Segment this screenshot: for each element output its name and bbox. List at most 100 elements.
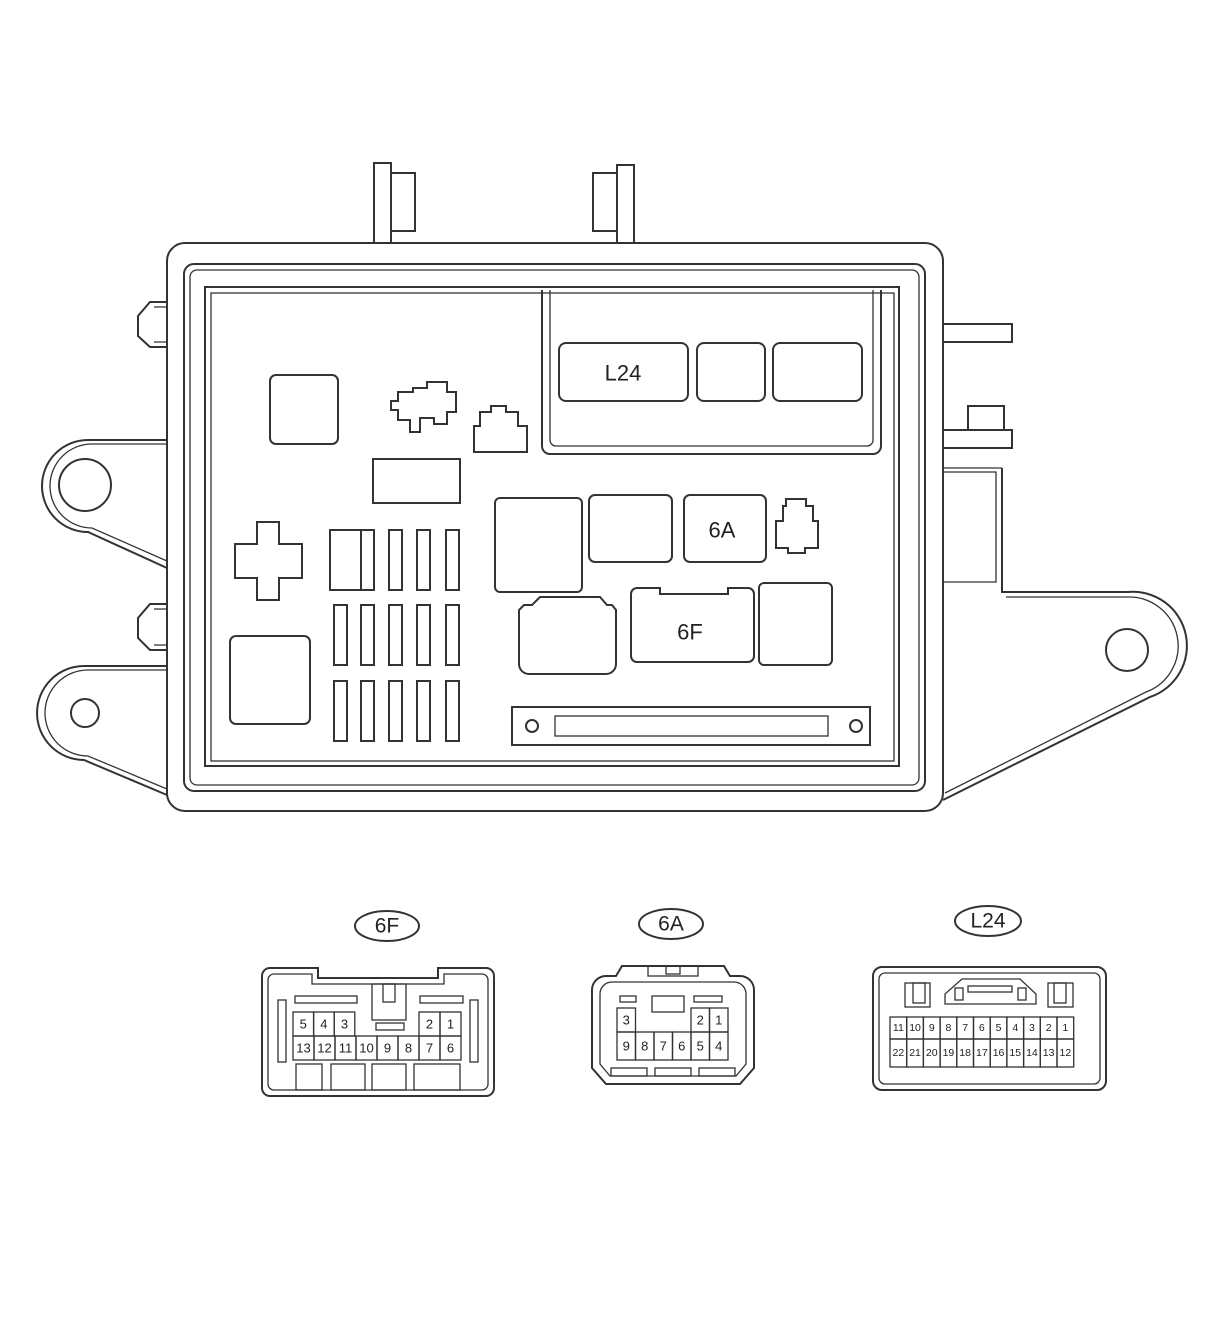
pin-number: 17 bbox=[976, 1047, 988, 1059]
fuse-slot bbox=[388, 680, 403, 742]
pin-number: 9 bbox=[929, 1022, 935, 1034]
fuse-array bbox=[333, 529, 460, 742]
left-clip-lower bbox=[137, 603, 167, 651]
pin-number: 3 bbox=[623, 1013, 630, 1028]
box-label-l24: L24 bbox=[605, 361, 642, 386]
junction-block-housing bbox=[166, 242, 944, 812]
box-label-6a: 6A bbox=[709, 518, 736, 543]
fuse-slot bbox=[333, 604, 348, 666]
pin-number: 12 bbox=[1060, 1047, 1072, 1059]
relay-socket bbox=[494, 497, 583, 593]
pin-number: 20 bbox=[926, 1047, 938, 1059]
pin-number: 9 bbox=[384, 1041, 391, 1056]
right-tab-upper bbox=[943, 323, 1013, 343]
pin-number: 13 bbox=[1043, 1047, 1055, 1059]
pin-number: 22 bbox=[893, 1047, 905, 1059]
pin-number: 2 bbox=[426, 1017, 433, 1032]
mounting-hole bbox=[70, 698, 100, 728]
pin-number: 5 bbox=[300, 1017, 307, 1032]
cross-relay-socket bbox=[234, 521, 303, 601]
fuse-slot bbox=[416, 680, 431, 742]
pin-number: 19 bbox=[943, 1047, 955, 1059]
pin-number: 4 bbox=[320, 1017, 327, 1032]
connector-tag-label: 6A bbox=[658, 913, 684, 936]
relay-socket bbox=[588, 494, 673, 563]
pin-number: 15 bbox=[1009, 1047, 1021, 1059]
left-components bbox=[229, 374, 528, 725]
pin-number: 7 bbox=[962, 1022, 968, 1034]
pin-number: 6 bbox=[678, 1039, 685, 1054]
pin-number: 11 bbox=[339, 1041, 353, 1056]
box-label-6f: 6F bbox=[677, 620, 703, 645]
pin-number: 6 bbox=[979, 1022, 985, 1034]
pin-number: 9 bbox=[623, 1039, 630, 1054]
mounting-hole bbox=[1105, 628, 1149, 672]
right-tab-lower bbox=[943, 405, 1013, 449]
pin-number: 13 bbox=[296, 1041, 310, 1056]
mounting-hole bbox=[58, 458, 112, 512]
pin-cell bbox=[439, 1035, 462, 1061]
pin-number: 3 bbox=[341, 1017, 348, 1032]
pin-number: 11 bbox=[893, 1022, 904, 1034]
fuse-slot bbox=[360, 680, 375, 742]
bus-bar-strip bbox=[511, 706, 871, 746]
fuse-slot bbox=[360, 529, 375, 591]
connector-socket bbox=[518, 596, 617, 675]
pin-number: 16 bbox=[993, 1047, 1005, 1059]
connector-tag-label: 6F bbox=[375, 915, 400, 938]
connector-tag-6a bbox=[638, 908, 704, 940]
connector-tag-l24 bbox=[954, 905, 1022, 937]
fuse-slot bbox=[360, 604, 375, 666]
right-mounting-bracket bbox=[942, 467, 1188, 801]
pin-number: 21 bbox=[909, 1047, 921, 1059]
connector-tag-label: L24 bbox=[970, 910, 1005, 933]
pin-cell bbox=[708, 1031, 729, 1061]
pin-number: 10 bbox=[359, 1041, 373, 1056]
diode-socket bbox=[390, 381, 457, 433]
relay-socket bbox=[758, 582, 833, 666]
center-components: 6A 6F bbox=[494, 494, 871, 746]
pin-number: 4 bbox=[1012, 1022, 1018, 1034]
pin-number: 5 bbox=[697, 1039, 704, 1054]
fuse-slot bbox=[445, 680, 460, 742]
fuse-slot bbox=[445, 529, 460, 591]
small-connector-socket bbox=[473, 405, 528, 453]
relay-socket bbox=[269, 374, 339, 445]
connector-tag-6f bbox=[354, 910, 420, 942]
pin-number: 12 bbox=[317, 1041, 331, 1056]
left-lower-mounting-bracket bbox=[36, 665, 168, 796]
fuse-slot bbox=[416, 604, 431, 666]
relay-bay: L24 bbox=[541, 290, 882, 455]
pin-number: 2 bbox=[697, 1013, 704, 1028]
pin-number: 8 bbox=[946, 1022, 952, 1034]
pin-number: 5 bbox=[996, 1022, 1002, 1034]
connector-socket-6a bbox=[683, 494, 767, 563]
fuse-slot bbox=[388, 529, 403, 591]
fuse-slot bbox=[388, 604, 403, 666]
fuse-slot bbox=[416, 529, 431, 591]
fuse-slot bbox=[333, 680, 348, 742]
relay-socket bbox=[772, 342, 863, 402]
pin-number: 3 bbox=[1029, 1022, 1035, 1034]
pin-number: 2 bbox=[1046, 1022, 1052, 1034]
pin-number: 4 bbox=[715, 1039, 722, 1054]
pin-number: 10 bbox=[909, 1022, 921, 1034]
pin-number: 8 bbox=[405, 1041, 412, 1056]
pin-number: 7 bbox=[426, 1041, 433, 1056]
small-connector-socket bbox=[775, 498, 819, 554]
fuse-slot bbox=[445, 604, 460, 666]
connector-socket-l24 bbox=[558, 342, 689, 402]
pin-number: 6 bbox=[447, 1041, 454, 1056]
pin-number: 8 bbox=[641, 1039, 648, 1054]
pin-number: 1 bbox=[447, 1017, 454, 1032]
pin-number: 1 bbox=[1062, 1022, 1068, 1034]
pin-number: 1 bbox=[715, 1013, 722, 1028]
connector-socket-6f bbox=[630, 587, 755, 663]
pin-cell bbox=[1056, 1038, 1075, 1068]
maxi-fuse-slot bbox=[372, 458, 461, 504]
relay-socket bbox=[696, 342, 766, 402]
